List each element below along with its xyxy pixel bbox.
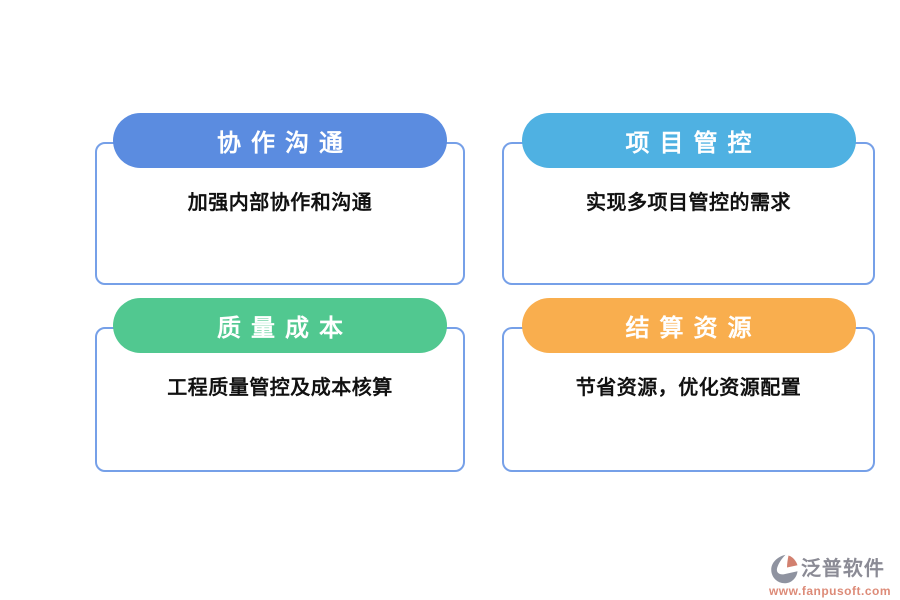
fanpu-logo-icon (769, 554, 799, 584)
card-title: 项目管控 (625, 130, 762, 157)
brand-name: 泛普软件 (800, 558, 885, 580)
card-title: 质量成本 (217, 315, 353, 342)
card-title-pill-settlement-resource: 结算资源 (521, 298, 856, 353)
card-description: 工程质量管控及成本核算 (167, 377, 393, 399)
card-description: 节省资源，优化资源配置 (575, 377, 802, 399)
card-title: 协作沟通 (217, 130, 353, 157)
card-title-pill-quality-cost: 质量成本 (113, 298, 447, 353)
card-description: 实现多项目管控的需求 (586, 192, 791, 214)
feature-card-quality-cost: 质量成本 工程质量管控及成本核算 (95, 298, 465, 472)
card-title: 结算资源 (625, 315, 762, 342)
brand-watermark: 泛普软件 www.fanpusoft.com (769, 554, 891, 597)
card-description: 加强内部协作和沟通 (187, 192, 373, 214)
feature-card-collaboration: 协作沟通 加强内部协作和沟通 (95, 113, 465, 285)
brand-url: www.fanpusoft.com (768, 584, 891, 598)
feature-card-project-control: 项目管控 实现多项目管控的需求 (502, 113, 875, 285)
brand-row: 泛普软件 (769, 554, 891, 584)
feature-card-settlement-resource: 结算资源 节省资源，优化资源配置 (502, 298, 875, 472)
card-title-pill-project-control: 项目管控 (521, 113, 856, 168)
card-title-pill-collaboration: 协作沟通 (113, 113, 447, 168)
